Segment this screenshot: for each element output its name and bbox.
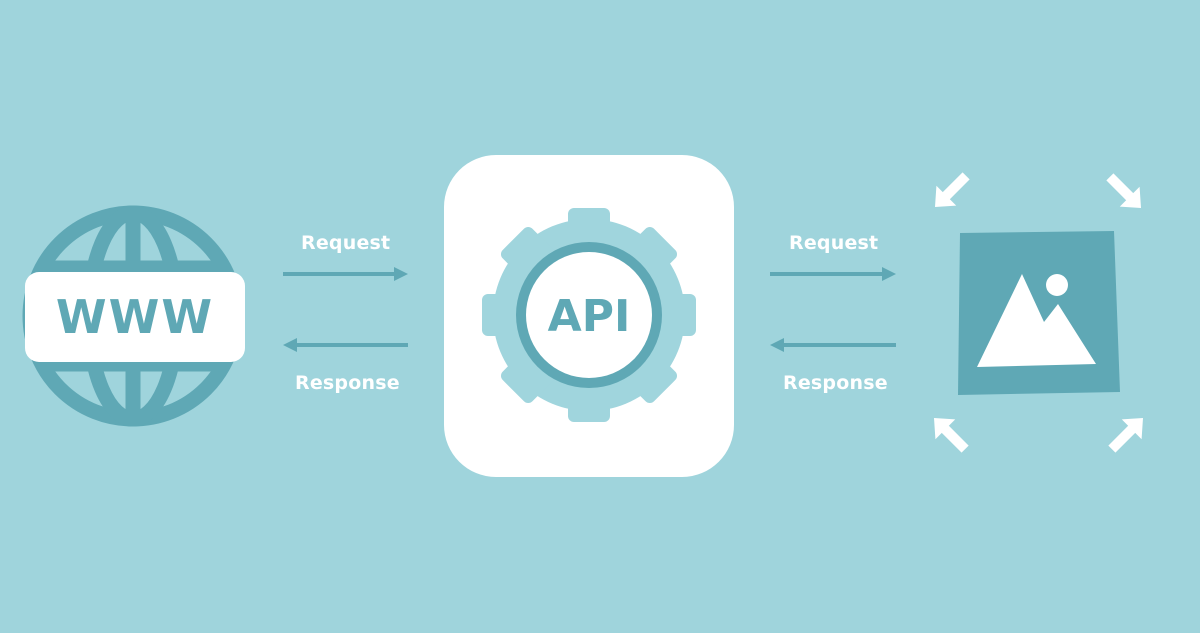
globe-icon: WWW [22,205,245,427]
left-response-label: Response [295,372,400,394]
arrow-top-left-icon [935,172,970,207]
sun-icon [1046,274,1068,296]
left-response-arrow [283,338,408,352]
arrow-bottom-right-icon [1108,418,1143,453]
arrow-bottom-left-icon [934,418,969,453]
www-label: WWW [56,290,214,344]
gear-icon [482,208,696,422]
image-icon [958,231,1120,395]
mountain-icon [977,274,1096,367]
api-card: API [444,155,734,477]
right-request-label: Request [789,232,879,254]
right-response-label: Response [783,372,888,394]
left-request-arrow [283,267,408,281]
right-response-arrow [770,338,896,352]
arrow-top-right-icon [1106,173,1141,208]
left-request-label: Request [301,232,391,254]
right-request-arrow [770,267,896,281]
api-label: API [548,291,631,342]
compress-arrows [934,172,1143,453]
www-banner [25,272,245,362]
